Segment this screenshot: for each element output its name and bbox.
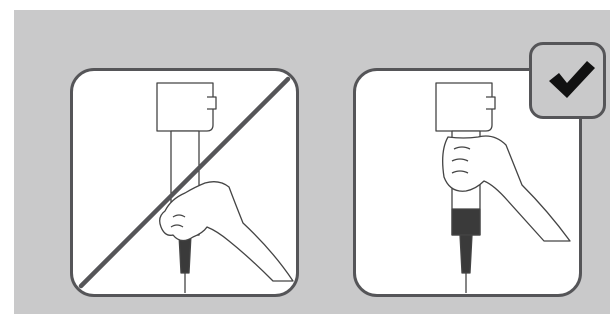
hair-dryer-wrong-grip-illustration [78,76,294,293]
incorrect-grip-card [70,68,299,297]
power-cable [459,234,473,274]
checkmark-badge [529,42,606,119]
dryer-head [435,82,493,132]
dryer-head [156,82,214,132]
checkmark-icon [549,61,595,98]
hair-dryer-correct-grip-illustration [435,82,571,293]
filter-mesh [451,208,481,236]
hand [442,135,571,242]
prohibited-slash [78,76,291,289]
hand [159,181,294,282]
